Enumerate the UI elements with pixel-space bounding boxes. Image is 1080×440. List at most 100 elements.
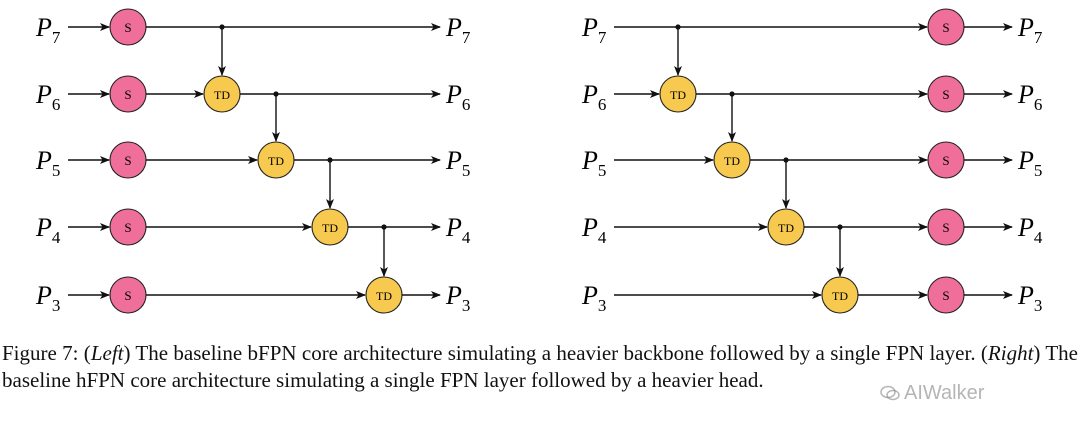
top-down-node: TD [203, 75, 241, 113]
top-down-node-label: TD [376, 289, 392, 303]
output-level-label: P3 [1017, 281, 1042, 315]
scale-node-label: S [124, 288, 131, 303]
level-label-subscript: 4 [598, 228, 607, 247]
level-label-subscript: 3 [598, 296, 607, 315]
input-level-label: P7 [35, 13, 61, 47]
scale-node: S [109, 8, 147, 46]
level-label-base: P [35, 13, 52, 42]
scale-node-label: S [942, 87, 949, 102]
output-level-label: P3 [445, 281, 470, 315]
level-label-subscript: 3 [462, 296, 471, 315]
scale-node: S [109, 75, 147, 113]
level-label-base: P [35, 146, 52, 175]
level-label-base: P [581, 80, 598, 109]
level-label-base: P [445, 146, 462, 175]
top-down-node: TD [821, 276, 859, 314]
input-level-label: P6 [35, 80, 60, 114]
level-label-subscript: 7 [1034, 28, 1043, 47]
caption-label: Figure 7: [2, 341, 79, 365]
level-label-subscript: 5 [1034, 161, 1043, 180]
level-label-base: P [1017, 146, 1034, 175]
level-label-subscript: 6 [598, 95, 607, 114]
top-down-node-label: TD [778, 221, 794, 235]
level-label-base: P [1017, 13, 1034, 42]
scale-node: S [109, 141, 147, 179]
scale-node: S [927, 141, 965, 179]
output-level-label: P4 [1017, 213, 1043, 247]
level-label-subscript: 5 [598, 161, 607, 180]
scale-node-label: S [124, 20, 131, 35]
level-label-base: P [581, 13, 598, 42]
input-level-label: P5 [35, 146, 60, 180]
level-label-base: P [1017, 213, 1034, 242]
output-level-label: P5 [445, 146, 470, 180]
top-down-node: TD [767, 208, 805, 246]
output-level-label: P7 [445, 13, 471, 47]
level-label-base: P [445, 213, 462, 242]
scale-node-label: S [942, 20, 949, 35]
level-label-subscript: 4 [1034, 228, 1043, 247]
input-level-label: P6 [581, 80, 606, 114]
caption-left-tag: Left [90, 341, 124, 365]
top-down-node-label: TD [670, 88, 686, 102]
watermark-text: AIWalker [904, 382, 985, 404]
scale-node: S [927, 276, 965, 314]
top-down-node: TD [713, 141, 751, 179]
input-level-label: P4 [581, 213, 607, 247]
level-label-base: P [35, 80, 52, 109]
level-label-subscript: 6 [1034, 95, 1043, 114]
top-down-node: TD [365, 276, 403, 314]
top-down-node-label: TD [832, 289, 848, 303]
level-label-base: P [35, 281, 52, 310]
scale-node-label: S [124, 220, 131, 235]
level-label-subscript: 3 [52, 296, 61, 315]
scale-node-label: S [124, 87, 131, 102]
level-label-subscript: 6 [52, 95, 61, 114]
scale-node-label: S [942, 220, 949, 235]
scale-node-label: S [942, 153, 949, 168]
scale-node: S [927, 8, 965, 46]
caption-left-text: The baseline bFPN core architecture simu… [130, 341, 988, 365]
level-label-subscript: 5 [52, 161, 61, 180]
scale-node: S [109, 276, 147, 314]
output-level-label: P7 [1017, 13, 1043, 47]
level-label-subscript: 6 [462, 95, 471, 114]
level-label-base: P [581, 281, 598, 310]
level-label-subscript: 5 [462, 161, 471, 180]
input-level-label: P4 [35, 213, 61, 247]
level-label-base: P [581, 146, 598, 175]
output-level-label: P4 [445, 213, 471, 247]
watermark: AIWalker [880, 382, 984, 405]
level-label-subscript: 7 [462, 28, 471, 47]
scale-node-label: S [124, 153, 131, 168]
input-level-label: P7 [581, 13, 607, 47]
wechat-icon [880, 384, 900, 401]
level-label-base: P [1017, 281, 1034, 310]
input-level-label: P5 [581, 146, 606, 180]
figure-caption: Figure 7: (Left) The baseline bFPN core … [2, 341, 1078, 392]
output-level-label: P6 [445, 80, 470, 114]
level-label-subscript: 4 [462, 228, 471, 247]
input-level-label: P3 [35, 281, 60, 315]
level-label-base: P [35, 213, 52, 242]
level-label-subscript: 7 [52, 28, 61, 47]
level-label-subscript: 7 [598, 28, 607, 47]
level-label-base: P [581, 213, 598, 242]
caption-right-text: ) The baseline hFPN core architecture si… [2, 341, 1078, 392]
level-label-base: P [445, 13, 462, 42]
scale-node-label: S [942, 288, 949, 303]
input-level-label: P3 [581, 281, 606, 315]
top-down-node: TD [257, 141, 295, 179]
level-label-base: P [445, 281, 462, 310]
top-down-node-label: TD [214, 88, 230, 102]
scale-node: S [109, 208, 147, 246]
top-down-node-label: TD [268, 154, 284, 168]
output-level-label: P6 [1017, 80, 1042, 114]
level-label-base: P [1017, 80, 1034, 109]
scale-node: S [927, 75, 965, 113]
level-label-subscript: 3 [1034, 296, 1043, 315]
level-label-subscript: 4 [52, 228, 61, 247]
